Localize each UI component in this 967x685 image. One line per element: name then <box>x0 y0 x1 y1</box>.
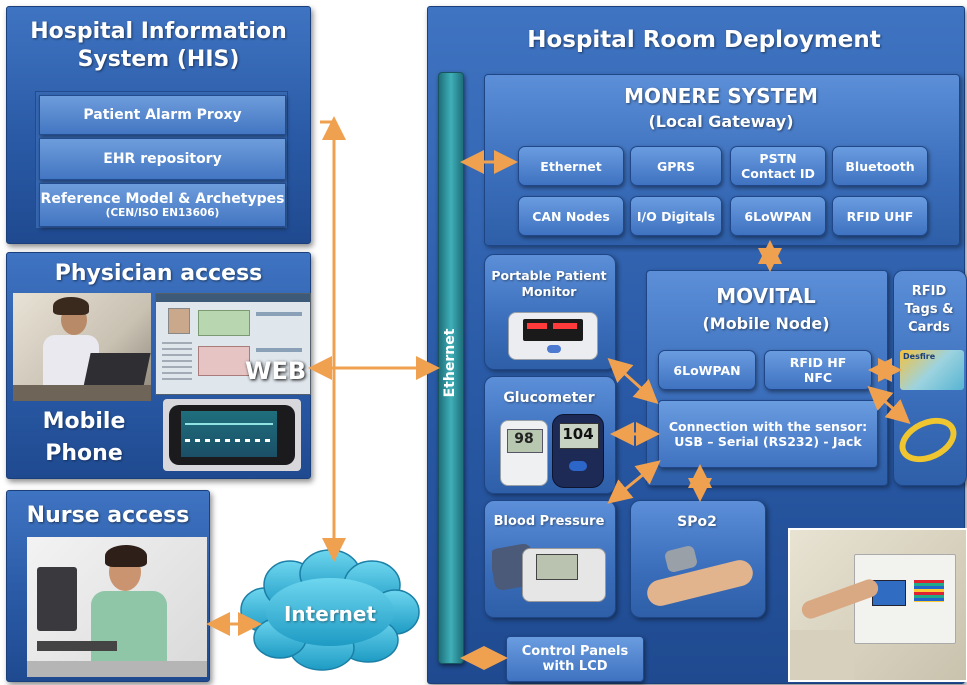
rfid-card-brand: Desfire <box>903 352 936 361</box>
monere-rfid-uhf-label: RFID UHF <box>846 208 914 224</box>
monere-ethernet: Ethernet <box>518 146 624 186</box>
monere-bluetooth-label: Bluetooth <box>845 158 915 174</box>
sensor-connection-line2: USB – Serial (RS232) - Jack <box>674 434 862 449</box>
rfid-card-image: Desfire <box>900 350 964 390</box>
monere-pstn: PSTN Contact ID <box>730 146 826 186</box>
portable-monitor-line1: Portable Patient <box>491 268 607 283</box>
nurse-photo <box>27 537 207 677</box>
ethernet-bus-label: Ethernet <box>442 328 458 398</box>
movital-title: MOVITAL <box>716 284 816 308</box>
monere-6lowpan: 6LoWPAN <box>730 196 826 236</box>
blood-pressure-image <box>492 538 608 606</box>
ehr-repository: EHR repository <box>39 138 286 180</box>
movital-6lowpan: 6LoWPAN <box>658 350 756 390</box>
internet-label: Internet <box>283 602 377 626</box>
glucometer-image-1: 98 <box>500 420 548 486</box>
portable-monitor-line2: Monitor <box>521 284 577 299</box>
glucometer-reading-1: 98 <box>514 431 534 447</box>
reference-model-label: Reference Model & Archetypes <box>40 191 285 207</box>
monere-pstn-label: PSTN <box>759 151 797 166</box>
monere-gprs-label: GPRS <box>656 158 696 174</box>
his-title-line2: System (HIS) <box>77 47 240 72</box>
blood-pressure-label: Blood Pressure <box>493 514 605 529</box>
movital-rfid-hf-nfc: RFID HF NFC <box>764 350 872 390</box>
monere-gprs: GPRS <box>630 146 722 186</box>
nurse-panel: Nurse access <box>6 490 210 682</box>
movital-nfc-label: NFC <box>803 370 833 385</box>
control-panels-line2: with LCD <box>542 659 608 674</box>
monere-subtitle: (Local Gateway) <box>648 112 794 131</box>
sensor-connection-line1: Connection with the sensor: <box>668 419 868 434</box>
monere-rfid-uhf: RFID UHF <box>832 196 928 236</box>
rfid-tags-line3: Cards <box>908 320 950 335</box>
web-portal-screenshot <box>155 293 311 395</box>
mobile-phone-image <box>163 399 301 471</box>
sensor-connection: Connection with the sensor: USB – Serial… <box>658 400 878 468</box>
control-panel-photo <box>788 528 967 682</box>
ehr-repository-label: EHR repository <box>103 151 222 167</box>
reference-model: Reference Model & Archetypes (CEN/ISO EN… <box>39 183 286 227</box>
web-label: WEB <box>245 357 307 385</box>
monere-6lowpan-label: 6LoWPAN <box>744 208 812 224</box>
glucometer-image-2: 104 <box>552 414 604 488</box>
monere-io-digitals-label: I/O Digitals <box>636 208 716 224</box>
his-title-line1: Hospital Information <box>30 19 287 44</box>
physician-title: Physician access <box>54 261 263 286</box>
physician-photo <box>13 293 151 401</box>
nurse-title: Nurse access <box>26 503 190 528</box>
movital-rfid-hf-label: RFID HF <box>789 355 847 370</box>
mobile-phone-label-line1: Mobile <box>42 409 126 434</box>
reference-model-standard: (CEN/ISO EN13606) <box>105 207 220 219</box>
monere-can-nodes: CAN Nodes <box>518 196 624 236</box>
control-panels-lcd: Control Panels with LCD <box>506 636 644 682</box>
monere-ethernet-label: Ethernet <box>540 158 602 174</box>
mobile-phone-label-line2: Phone <box>45 441 123 466</box>
monere-can-nodes-label: CAN Nodes <box>532 208 610 224</box>
movital-subtitle: (Mobile Node) <box>702 314 830 333</box>
monere-io-digitals: I/O Digitals <box>630 196 722 236</box>
deployment-title: Hospital Room Deployment <box>527 27 881 53</box>
monere-bluetooth: Bluetooth <box>832 146 928 186</box>
his-panel: Hospital Information System (HIS) Patien… <box>6 6 311 244</box>
glucometer-reading-2: 104 <box>562 425 594 443</box>
rfid-tags-line1: RFID <box>911 284 947 299</box>
glucometer-label: Glucometer <box>503 390 595 406</box>
patient-alarm-proxy-label: Patient Alarm Proxy <box>83 107 242 123</box>
portable-monitor-image <box>508 312 598 360</box>
spo2-image <box>640 536 756 608</box>
patient-alarm-proxy: Patient Alarm Proxy <box>39 95 286 135</box>
monere-title: MONERE SYSTEM <box>624 84 818 108</box>
spo2-label: SPo2 <box>677 514 717 530</box>
control-panels-line1: Control Panels <box>521 644 629 659</box>
movital-6lowpan-label: 6LoWPAN <box>673 362 741 378</box>
physician-panel: Physician access WEB Mobile Phone <box>6 252 311 479</box>
rfid-tags-line2: Tags & <box>904 302 954 317</box>
monere-contact-id-label: Contact ID <box>741 166 815 181</box>
